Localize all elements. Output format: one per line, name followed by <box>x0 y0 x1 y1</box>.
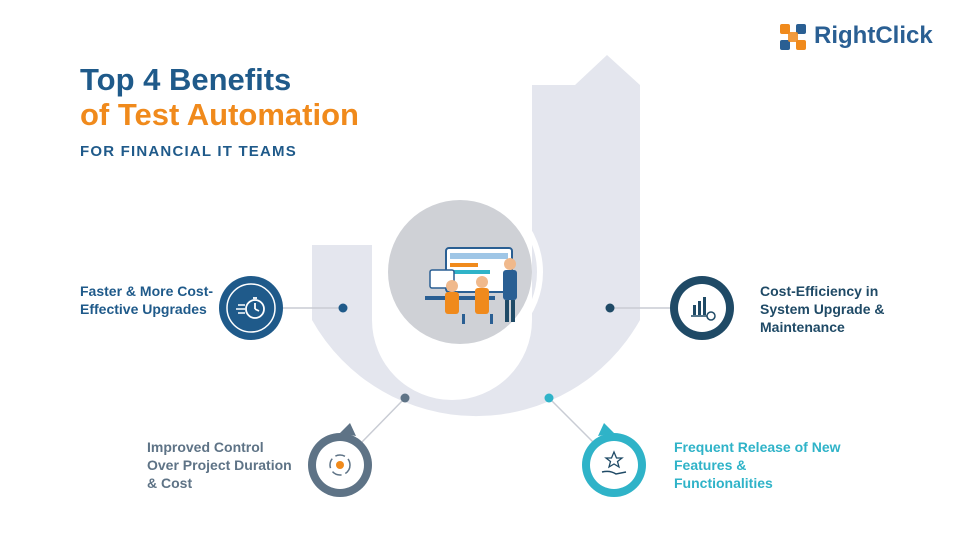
subtitle: FOR FINANCIAL IT TEAMS <box>80 143 297 160</box>
j-arrow-track-main <box>312 55 640 417</box>
connector-dot-4 <box>544 393 554 403</box>
connector-dot-1 <box>338 303 348 313</box>
title-line-1: Top 4 Benefits <box>80 62 292 97</box>
hand-star-icon <box>582 423 646 497</box>
connector-dot-3 <box>400 393 410 403</box>
connector-dot-2 <box>605 303 615 313</box>
stopwatch-icon <box>219 276 283 340</box>
benefit-3-label: Improved Control Over Project Duration &… <box>147 439 292 491</box>
benefit-1-label: Faster & More Cost-Effective Upgrades <box>80 283 214 317</box>
brand-logo[interactable]: RightClick <box>780 22 933 50</box>
gear-cycle-icon <box>308 423 372 497</box>
benefit-2-label: Cost-Efficiency in System Upgrade & Main… <box>760 283 885 335</box>
team-at-computer-illustration <box>425 247 517 324</box>
chart-settings-icon <box>670 276 734 340</box>
brand-name: RightClick <box>814 22 933 49</box>
network-node-icon <box>780 24 806 50</box>
benefit-4-label: Frequent Release of New Features & Funct… <box>674 439 841 491</box>
title-line-2: of Test Automation <box>80 97 359 132</box>
